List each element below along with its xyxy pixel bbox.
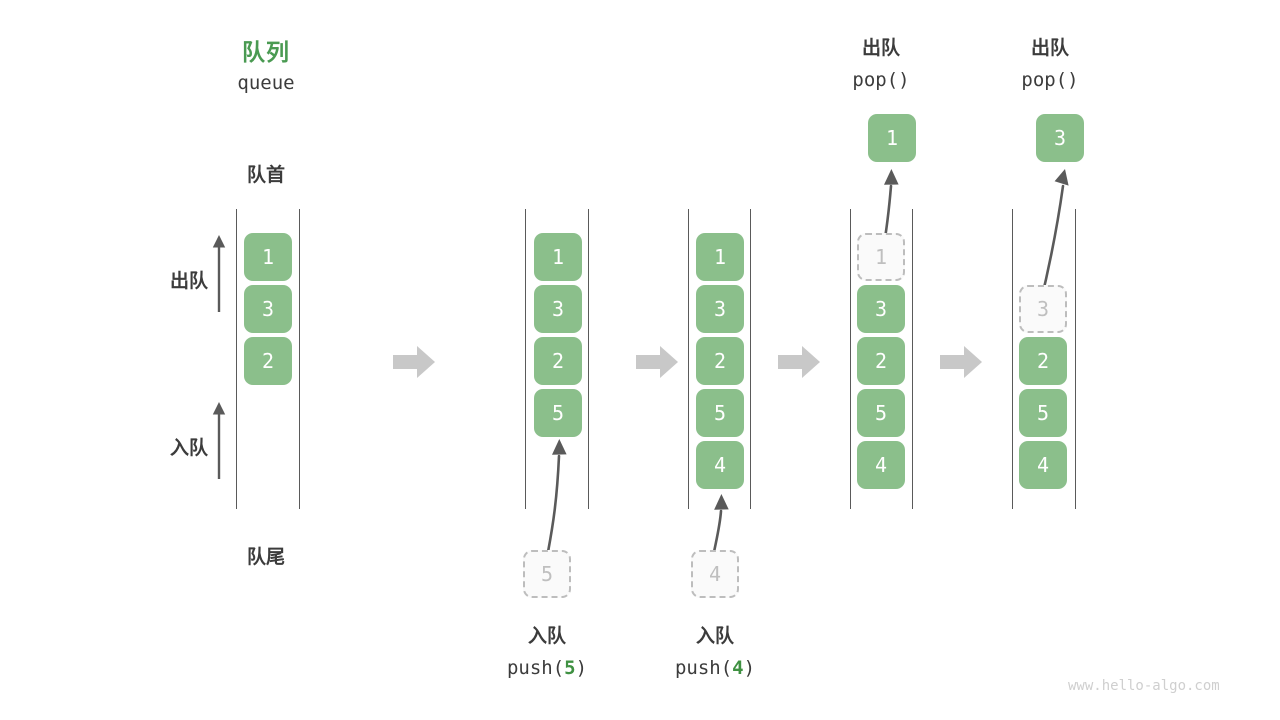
queue-cell: 3 [534, 285, 582, 333]
panel-after-push-5-rail-right [588, 209, 589, 509]
incoming-element: 5 [523, 550, 571, 598]
front-label: 队首 [246, 164, 285, 186]
pop-operation-label-code: pop() [852, 69, 910, 91]
pop-operation-label-cn: 出队 [1030, 37, 1069, 59]
queue-cell: 3 [857, 285, 905, 333]
incoming-element: 4 [691, 550, 739, 598]
push-operation-label-code: push(4) [655, 652, 775, 684]
queue-cell: 1 [244, 233, 292, 281]
panel-initial-rail-right [299, 209, 300, 509]
queue-cell: 5 [857, 389, 905, 437]
queue-cell: 2 [1019, 337, 1067, 385]
push-code-suffix: ) [743, 657, 756, 679]
panel-initial-rail-left [236, 209, 237, 509]
queue-cell: 3 [244, 285, 292, 333]
step-arrow-icon [778, 346, 820, 378]
enqueue-direction-arrow-icon [212, 402, 226, 479]
pop-operation-label: 出队 pop() [821, 32, 941, 96]
popped-element: 1 [868, 114, 916, 162]
panel-after-pop-3-rail-left [1012, 209, 1013, 509]
push-code-prefix: push( [674, 657, 733, 679]
queue-cell: 5 [1019, 389, 1067, 437]
step-arrow-icon [393, 346, 435, 378]
dequeue-direction-arrow-icon [212, 235, 226, 312]
push-code-value: 5 [564, 657, 576, 679]
panel-after-push-4-rail-right [750, 209, 751, 509]
push-operation-label: 入队 push(5) [487, 620, 607, 684]
queue-cell: 2 [244, 337, 292, 385]
queue-cell: 3 [696, 285, 744, 333]
pop-operation-label-code: pop() [1021, 69, 1079, 91]
panel-after-push-5-rail-left [525, 209, 526, 509]
push-code-value: 4 [732, 657, 744, 679]
dequeue-direction-label: 出队 [169, 270, 208, 292]
popped-element: 3 [1036, 114, 1084, 162]
queue-cell-vacated: 1 [857, 233, 905, 281]
step-arrow-icon [940, 346, 982, 378]
queue-cell: 5 [534, 389, 582, 437]
push-motion-arrow-icon [712, 494, 729, 554]
push-code-suffix: ) [575, 657, 588, 679]
watermark: www.hello-algo.com [1068, 678, 1220, 694]
push-code-prefix: push( [506, 657, 565, 679]
enqueue-direction-label: 入队 [169, 437, 208, 459]
queue-cell: 2 [696, 337, 744, 385]
step-arrow-icon [636, 346, 678, 378]
queue-cell: 2 [534, 337, 582, 385]
queue-cell: 1 [696, 233, 744, 281]
panel-after-pop-1-rail-left [850, 209, 851, 509]
panel-after-push-4-rail-left [688, 209, 689, 509]
pop-operation-label: 出队 pop() [990, 32, 1110, 96]
pop-operation-label-cn: 出队 [861, 37, 900, 59]
queue-title-cn: 队列 [242, 40, 290, 66]
panel-after-pop-3-rail-right [1075, 209, 1076, 509]
queue-cell: 4 [696, 441, 744, 489]
queue-cell-vacated: 3 [1019, 285, 1067, 333]
panel-after-pop-1-rail-right [912, 209, 913, 509]
push-operation-label-cn: 入队 [695, 625, 734, 647]
queue-cell: 4 [857, 441, 905, 489]
queue-cell: 4 [1019, 441, 1067, 489]
queue-cell: 5 [696, 389, 744, 437]
queue-title-en: queue [237, 72, 295, 94]
queue-cell: 1 [534, 233, 582, 281]
push-motion-arrow-icon [546, 439, 567, 554]
push-operation-label-code: push(5) [487, 652, 607, 684]
queue-cell: 2 [857, 337, 905, 385]
rear-label: 队尾 [246, 546, 285, 568]
push-operation-label: 入队 push(4) [655, 620, 775, 684]
push-operation-label-cn: 入队 [527, 625, 566, 647]
